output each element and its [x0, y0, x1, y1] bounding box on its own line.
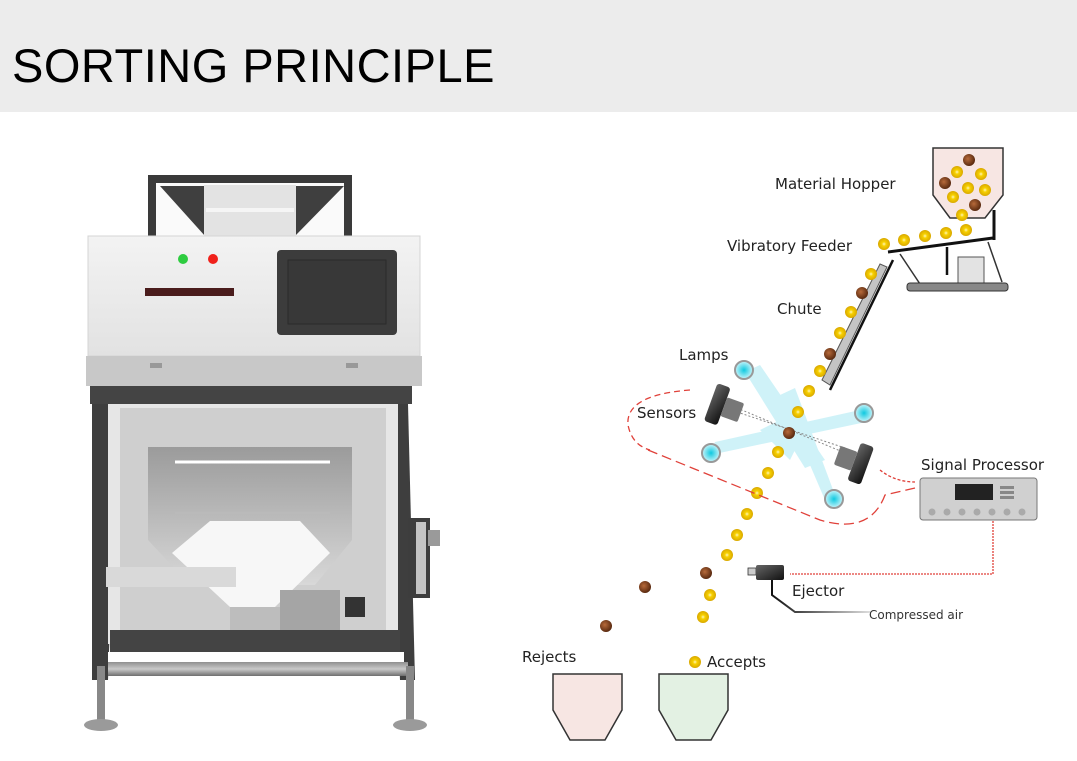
good-kernel — [975, 168, 987, 180]
good-kernel — [772, 446, 784, 458]
panel-lower-band — [86, 356, 422, 386]
label-material-hopper: Material Hopper — [775, 175, 896, 193]
chute — [821, 259, 895, 391]
bad-kernel — [969, 199, 981, 211]
bad-kernel — [639, 581, 651, 593]
good-kernel — [956, 209, 968, 221]
sensors — [704, 383, 874, 485]
bad-kernel — [856, 287, 868, 299]
label-lamps: Lamps — [679, 346, 729, 364]
good-kernel — [689, 656, 701, 668]
good-kernel — [898, 234, 910, 246]
good-kernel — [845, 306, 857, 318]
air-valve — [408, 518, 440, 598]
good-kernel — [962, 182, 974, 194]
good-kernel — [947, 191, 959, 203]
page-title: SORTING PRINCIPLE — [12, 39, 495, 92]
machine-legs — [84, 666, 427, 731]
label-signal-processor: Signal Processor — [921, 456, 1045, 474]
good-kernel — [721, 549, 733, 561]
good-kernel — [803, 385, 815, 397]
label-compressed-air: Compressed air — [869, 608, 963, 622]
good-kernel — [704, 589, 716, 601]
good-kernel — [814, 365, 826, 377]
lamp-icon — [734, 360, 754, 380]
page-header: SORTING PRINCIPLE — [0, 0, 1077, 112]
good-kernel — [979, 184, 991, 196]
good-kernel — [792, 406, 804, 418]
accepts-bin — [658, 673, 729, 741]
power-indicator-light — [178, 254, 188, 264]
display-slot — [145, 288, 234, 296]
good-kernel — [960, 224, 972, 236]
bad-kernel — [700, 567, 712, 579]
good-kernel — [697, 611, 709, 623]
vibratory-feeder — [887, 210, 1009, 292]
stop-indicator-light — [208, 254, 218, 264]
good-kernel — [731, 529, 743, 541]
camera-icon — [834, 443, 874, 485]
label-accepts: Accepts — [707, 653, 766, 671]
good-kernel — [940, 227, 952, 239]
camera-icon — [704, 383, 744, 425]
top-hopper — [148, 175, 352, 237]
machine-body — [92, 404, 415, 680]
label-rejects: Rejects — [522, 648, 577, 666]
good-kernel — [834, 327, 846, 339]
bad-kernel — [600, 620, 612, 632]
good-kernel — [919, 230, 931, 242]
lamp-icon — [701, 443, 721, 463]
signal-processor — [919, 477, 1038, 521]
good-kernel — [878, 238, 890, 250]
bad-kernel — [824, 348, 836, 360]
good-kernel — [762, 467, 774, 479]
rejects-bin — [552, 673, 623, 741]
label-sensors: Sensors — [637, 404, 696, 422]
lamp-icon — [824, 489, 844, 509]
label-ejector: Ejector — [792, 582, 845, 600]
good-kernel — [865, 268, 877, 280]
label-chute: Chute — [777, 300, 822, 318]
lamps — [701, 360, 874, 509]
good-kernel — [951, 166, 963, 178]
bad-kernel — [963, 154, 975, 166]
label-vibratory-feeder: Vibratory Feeder — [727, 237, 853, 255]
signal-lines — [627, 389, 994, 575]
bad-kernel — [939, 177, 951, 189]
good-kernel — [741, 508, 753, 520]
lamp-icon — [854, 403, 874, 423]
ejector — [747, 565, 870, 613]
bad-kernel — [783, 427, 795, 439]
control-panel — [87, 235, 421, 357]
